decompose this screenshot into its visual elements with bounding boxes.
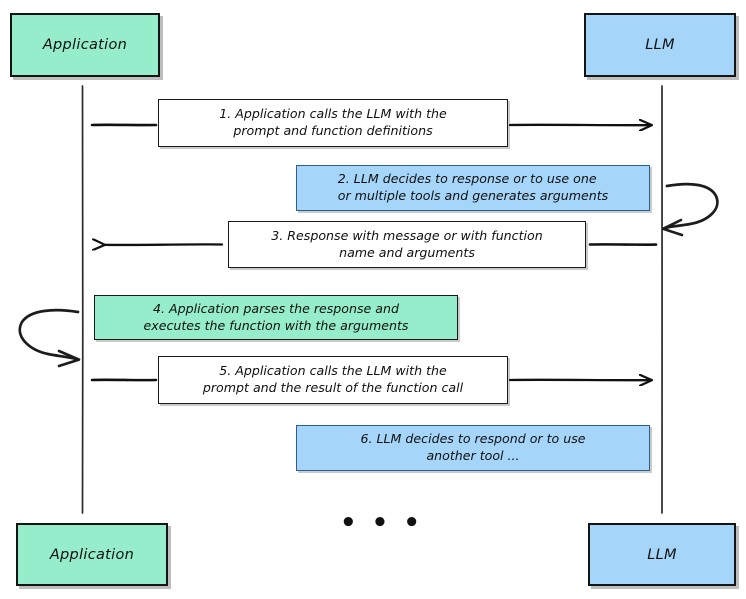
- message-box-3[interactable]: 3. Response with message or with functio…: [228, 221, 586, 268]
- message-3-text: 3. Response with message or with functio…: [271, 227, 543, 260]
- actor-llm-bottom-label: LLM: [647, 546, 677, 563]
- actor-application-top-label: Application: [42, 37, 128, 53]
- message-box-5[interactable]: 5. Application calls the LLM with the pr…: [158, 356, 508, 404]
- message-box-2[interactable]: 2. LLM decides to response or to use one…: [296, 165, 650, 211]
- actor-application-top[interactable]: Application: [10, 13, 160, 77]
- message-2-text: 2. LLM decides to response or to use one…: [337, 171, 609, 203]
- continuation-ellipsis: • • •: [340, 508, 423, 538]
- actor-llm-top-label: LLM: [645, 37, 675, 53]
- actor-application-bottom-label: Application: [49, 546, 135, 563]
- message-1-text: 1. Application calls the LLM with the pr…: [219, 106, 447, 138]
- message-box-6[interactable]: 6. LLM decides to respond or to use anot…: [296, 425, 650, 471]
- arrow-message-4-self-loop: [18, 308, 81, 368]
- message-6-text: 6. LLM decides to respond or to use anot…: [360, 431, 586, 463]
- arrow-message-2-self-loop: [661, 182, 719, 237]
- message-4-text: 4. Application parses the response and e…: [143, 300, 409, 333]
- message-5-text: 5. Application calls the LLM with the pr…: [202, 363, 464, 395]
- arrow-message-3: [104, 244, 224, 245]
- message-box-4[interactable]: 4. Application parses the response and e…: [94, 295, 458, 340]
- message-box-1[interactable]: 1. Application calls the LLM with the pr…: [158, 99, 508, 147]
- actor-application-bottom[interactable]: Application: [16, 523, 168, 586]
- actor-llm-top[interactable]: LLM: [584, 13, 736, 77]
- actor-llm-bottom[interactable]: LLM: [588, 523, 736, 586]
